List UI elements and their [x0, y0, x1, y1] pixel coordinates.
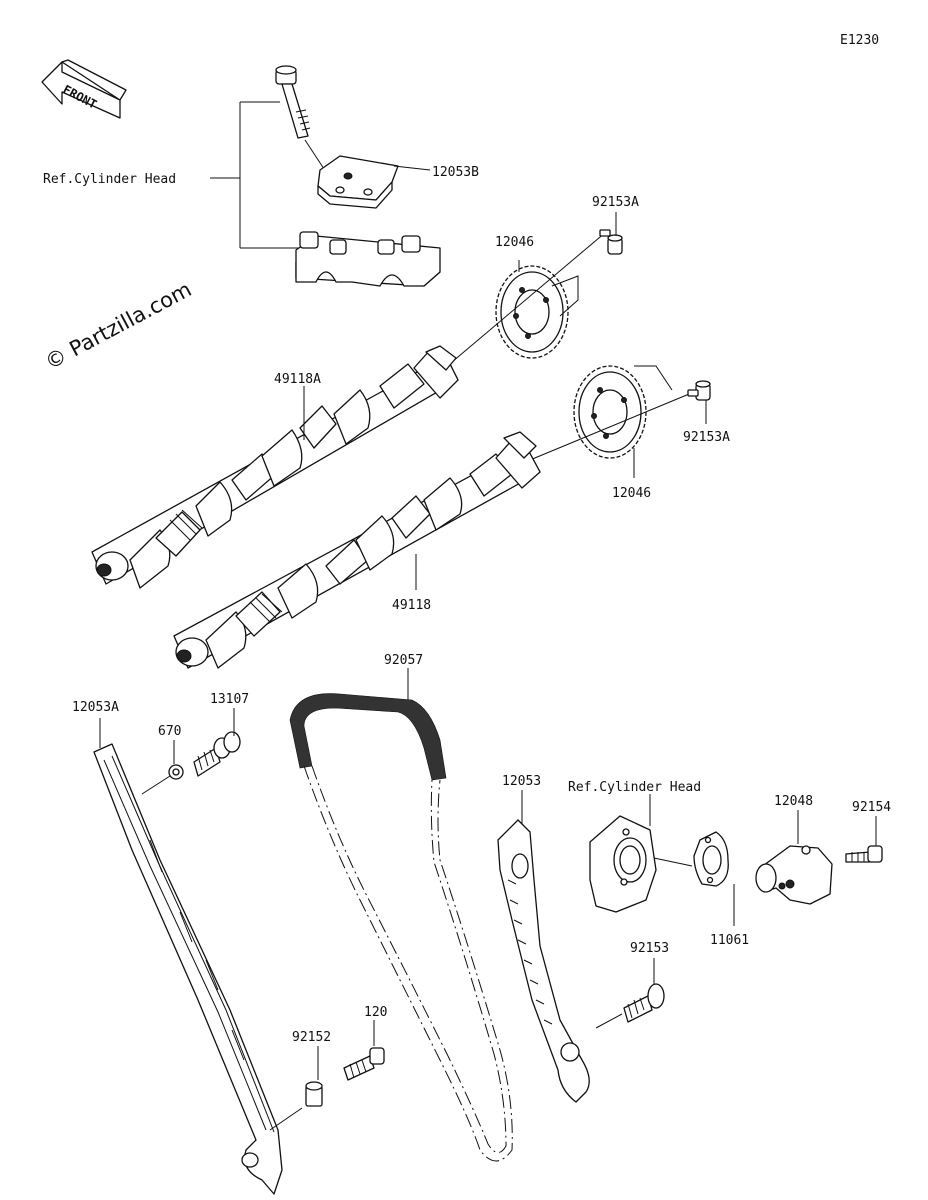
ref-cylinder-head-right [589, 815, 657, 913]
front-arrow-icon: FRONT [41, 59, 127, 119]
part-label-12053: 12053 [502, 774, 541, 789]
collar-92152 [305, 1081, 323, 1107]
sprocket-bolt-92153A-right [687, 380, 711, 401]
timing-chain [289, 693, 513, 1162]
guide-bolt-92153 [623, 983, 665, 1023]
part-label-49118: 49118 [392, 598, 431, 613]
part-label-49118A: 49118A [274, 372, 321, 387]
camshaft-cap [295, 231, 441, 287]
ref-cylinder-head-right-label: Ref.Cylinder Head [568, 780, 701, 795]
part-label-13107: 13107 [210, 692, 249, 707]
part-label-120: 120 [364, 1005, 387, 1020]
camshaft-49118 [173, 431, 541, 669]
chain-guide-12053A [93, 743, 283, 1195]
part-label-12046-top: 12046 [495, 235, 534, 250]
ref-cylinder-head-top-group: Ref.Cylinder Head [43, 101, 300, 249]
watermark: © Partzilla.com [41, 277, 195, 374]
part-label-670: 670 [158, 724, 181, 739]
tensioner-bolt-92154 [845, 845, 883, 863]
chain-guide-12053 [497, 819, 590, 1103]
cap-bolt [275, 65, 311, 139]
gasket-11061 [693, 831, 729, 887]
part-label-92153: 92153 [630, 941, 669, 956]
washer-670 [168, 764, 184, 780]
part-label-92057: 92057 [384, 653, 423, 668]
part-label-12046-right: 12046 [612, 486, 651, 501]
part-label-12053A: 12053A [72, 700, 119, 715]
part-label-92152: 92152 [292, 1030, 331, 1045]
cam-sprocket-top [495, 265, 569, 359]
chain-tensioner-12048 [755, 845, 833, 905]
sprocket-bolt-92153A-top [599, 229, 623, 255]
pivot-bolt-13107 [193, 731, 241, 777]
part-label-92154: 92154 [852, 800, 891, 815]
part-label-92153A-top: 92153A [592, 195, 639, 210]
part-label-11061: 11061 [710, 933, 749, 948]
part-label-12048: 12048 [774, 794, 813, 809]
ref-cylinder-head-top-label: Ref.Cylinder Head [43, 172, 176, 187]
bracket-12053B [317, 155, 399, 209]
part-label-12053B: 12053B [432, 165, 479, 180]
diagram-code: E1230 [840, 33, 879, 48]
part-label-92153A-right: 92153A [683, 430, 730, 445]
bolt-120 [343, 1047, 385, 1081]
camshaft-49118A [91, 345, 459, 589]
cam-sprocket-right [573, 365, 647, 459]
